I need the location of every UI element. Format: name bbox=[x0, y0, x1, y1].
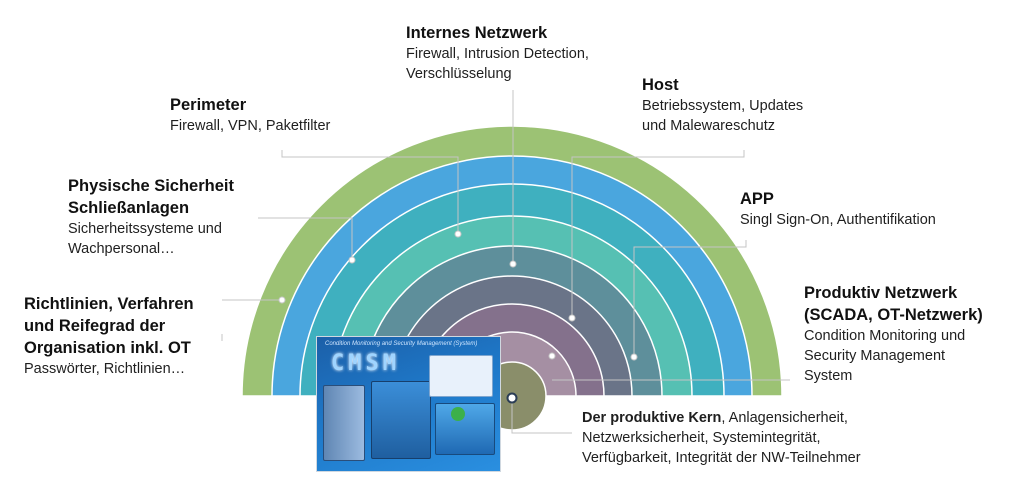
core-line-3: Verfügbarkeit, Integrität der NW-Teilneh… bbox=[582, 450, 861, 466]
label-desc: Singl Sign-On, Authentifikation bbox=[740, 212, 936, 228]
product-caption: Condition Monitoring and Security Manage… bbox=[325, 341, 478, 347]
label-richtlinien: Richtlinien, Verfahren und Reifegrad der… bbox=[24, 293, 194, 379]
label-title: Organisation inkl. OT bbox=[24, 339, 191, 357]
label-produktiver-kern: Der produktive Kern, Anlagensicherheit, … bbox=[582, 408, 861, 468]
product-logo: CMSM bbox=[331, 351, 400, 376]
label-desc: Condition Monitoring und bbox=[804, 328, 966, 344]
label-perimeter: Perimeter Firewall, VPN, Paketfilter bbox=[170, 94, 330, 136]
label-app: APP Singl Sign-On, Authentifikation bbox=[740, 188, 936, 230]
label-desc: Security Management bbox=[804, 348, 946, 364]
label-title: (SCADA, OT-Netzwerk) bbox=[804, 306, 983, 324]
leader-app bbox=[633, 240, 747, 357]
marker-produktiv-netzwerk bbox=[548, 352, 556, 360]
label-title: Schließanlagen bbox=[68, 199, 190, 217]
label-title: APP bbox=[740, 190, 774, 208]
label-title: Internes Netzwerk bbox=[406, 24, 548, 42]
label-internes-netzwerk: Internes Netzwerk Firewall, Intrusion De… bbox=[406, 22, 589, 84]
marker-internes-netzwerk bbox=[509, 260, 517, 268]
core-line-1-rest: , Anlagensicherheit, bbox=[721, 410, 848, 426]
leader-perimeter bbox=[281, 150, 459, 234]
marker-app bbox=[630, 353, 638, 361]
label-desc: Betriebssystem, Updates bbox=[642, 98, 804, 114]
label-desc: Passwörter, Richtlinien… bbox=[24, 361, 186, 377]
leader-lines bbox=[221, 90, 790, 434]
label-host: Host Betriebssystem, Updates und Malewar… bbox=[642, 74, 803, 136]
label-title: und Reifegrad der bbox=[24, 317, 166, 335]
core-title: Der produktive Kern bbox=[582, 410, 722, 426]
marker-physische-sicherheit bbox=[348, 256, 356, 264]
network-switch-icon bbox=[323, 385, 365, 461]
label-desc: System bbox=[804, 368, 853, 384]
label-title: Physische Sicherheit bbox=[68, 177, 234, 195]
label-desc: Firewall, VPN, Paketfilter bbox=[170, 118, 331, 134]
leader-produktiver-kern bbox=[511, 398, 572, 434]
label-desc: und Malewareschutz bbox=[642, 118, 775, 134]
marker-host bbox=[568, 314, 576, 322]
label-title: Richtlinien, Verfahren bbox=[24, 295, 194, 313]
secure-gateway-icon bbox=[435, 403, 495, 455]
label-physische-sicherheit: Physische Sicherheit Schließanlagen Sich… bbox=[68, 175, 234, 259]
cmsm-product-image: Condition Monitoring and Security Manage… bbox=[316, 336, 501, 472]
label-desc: Wachpersonal… bbox=[68, 241, 175, 257]
label-title: Produktiv Netzwerk bbox=[804, 284, 958, 302]
monitor-device-icon bbox=[371, 381, 431, 459]
label-desc: Verschlüsselung bbox=[406, 66, 512, 82]
ring-markers bbox=[278, 230, 638, 404]
label-title: Perimeter bbox=[170, 96, 247, 114]
label-desc: Sicherheitssysteme und bbox=[68, 221, 222, 237]
security-rings bbox=[241, 125, 783, 431]
screen-window-icon bbox=[429, 355, 493, 397]
leader-host bbox=[571, 150, 745, 318]
label-title: Host bbox=[642, 76, 679, 94]
label-desc: Firewall, Intrusion Detection, bbox=[406, 46, 589, 62]
checkmark-icon bbox=[451, 407, 465, 421]
marker-perimeter bbox=[454, 230, 462, 238]
label-produktiv-netzwerk: Produktiv Netzwerk (SCADA, OT-Netzwerk) … bbox=[804, 282, 983, 386]
leader-physische-sicherheit bbox=[258, 217, 353, 258]
core-line-2: Netzwerksicherheit, Systemintegrität, bbox=[582, 430, 821, 446]
marker-richtlinien bbox=[278, 296, 286, 304]
marker-produktiver-kern bbox=[506, 392, 518, 404]
core-line-1: Der produktive Kern, Anlagensicherheit, bbox=[582, 408, 861, 428]
